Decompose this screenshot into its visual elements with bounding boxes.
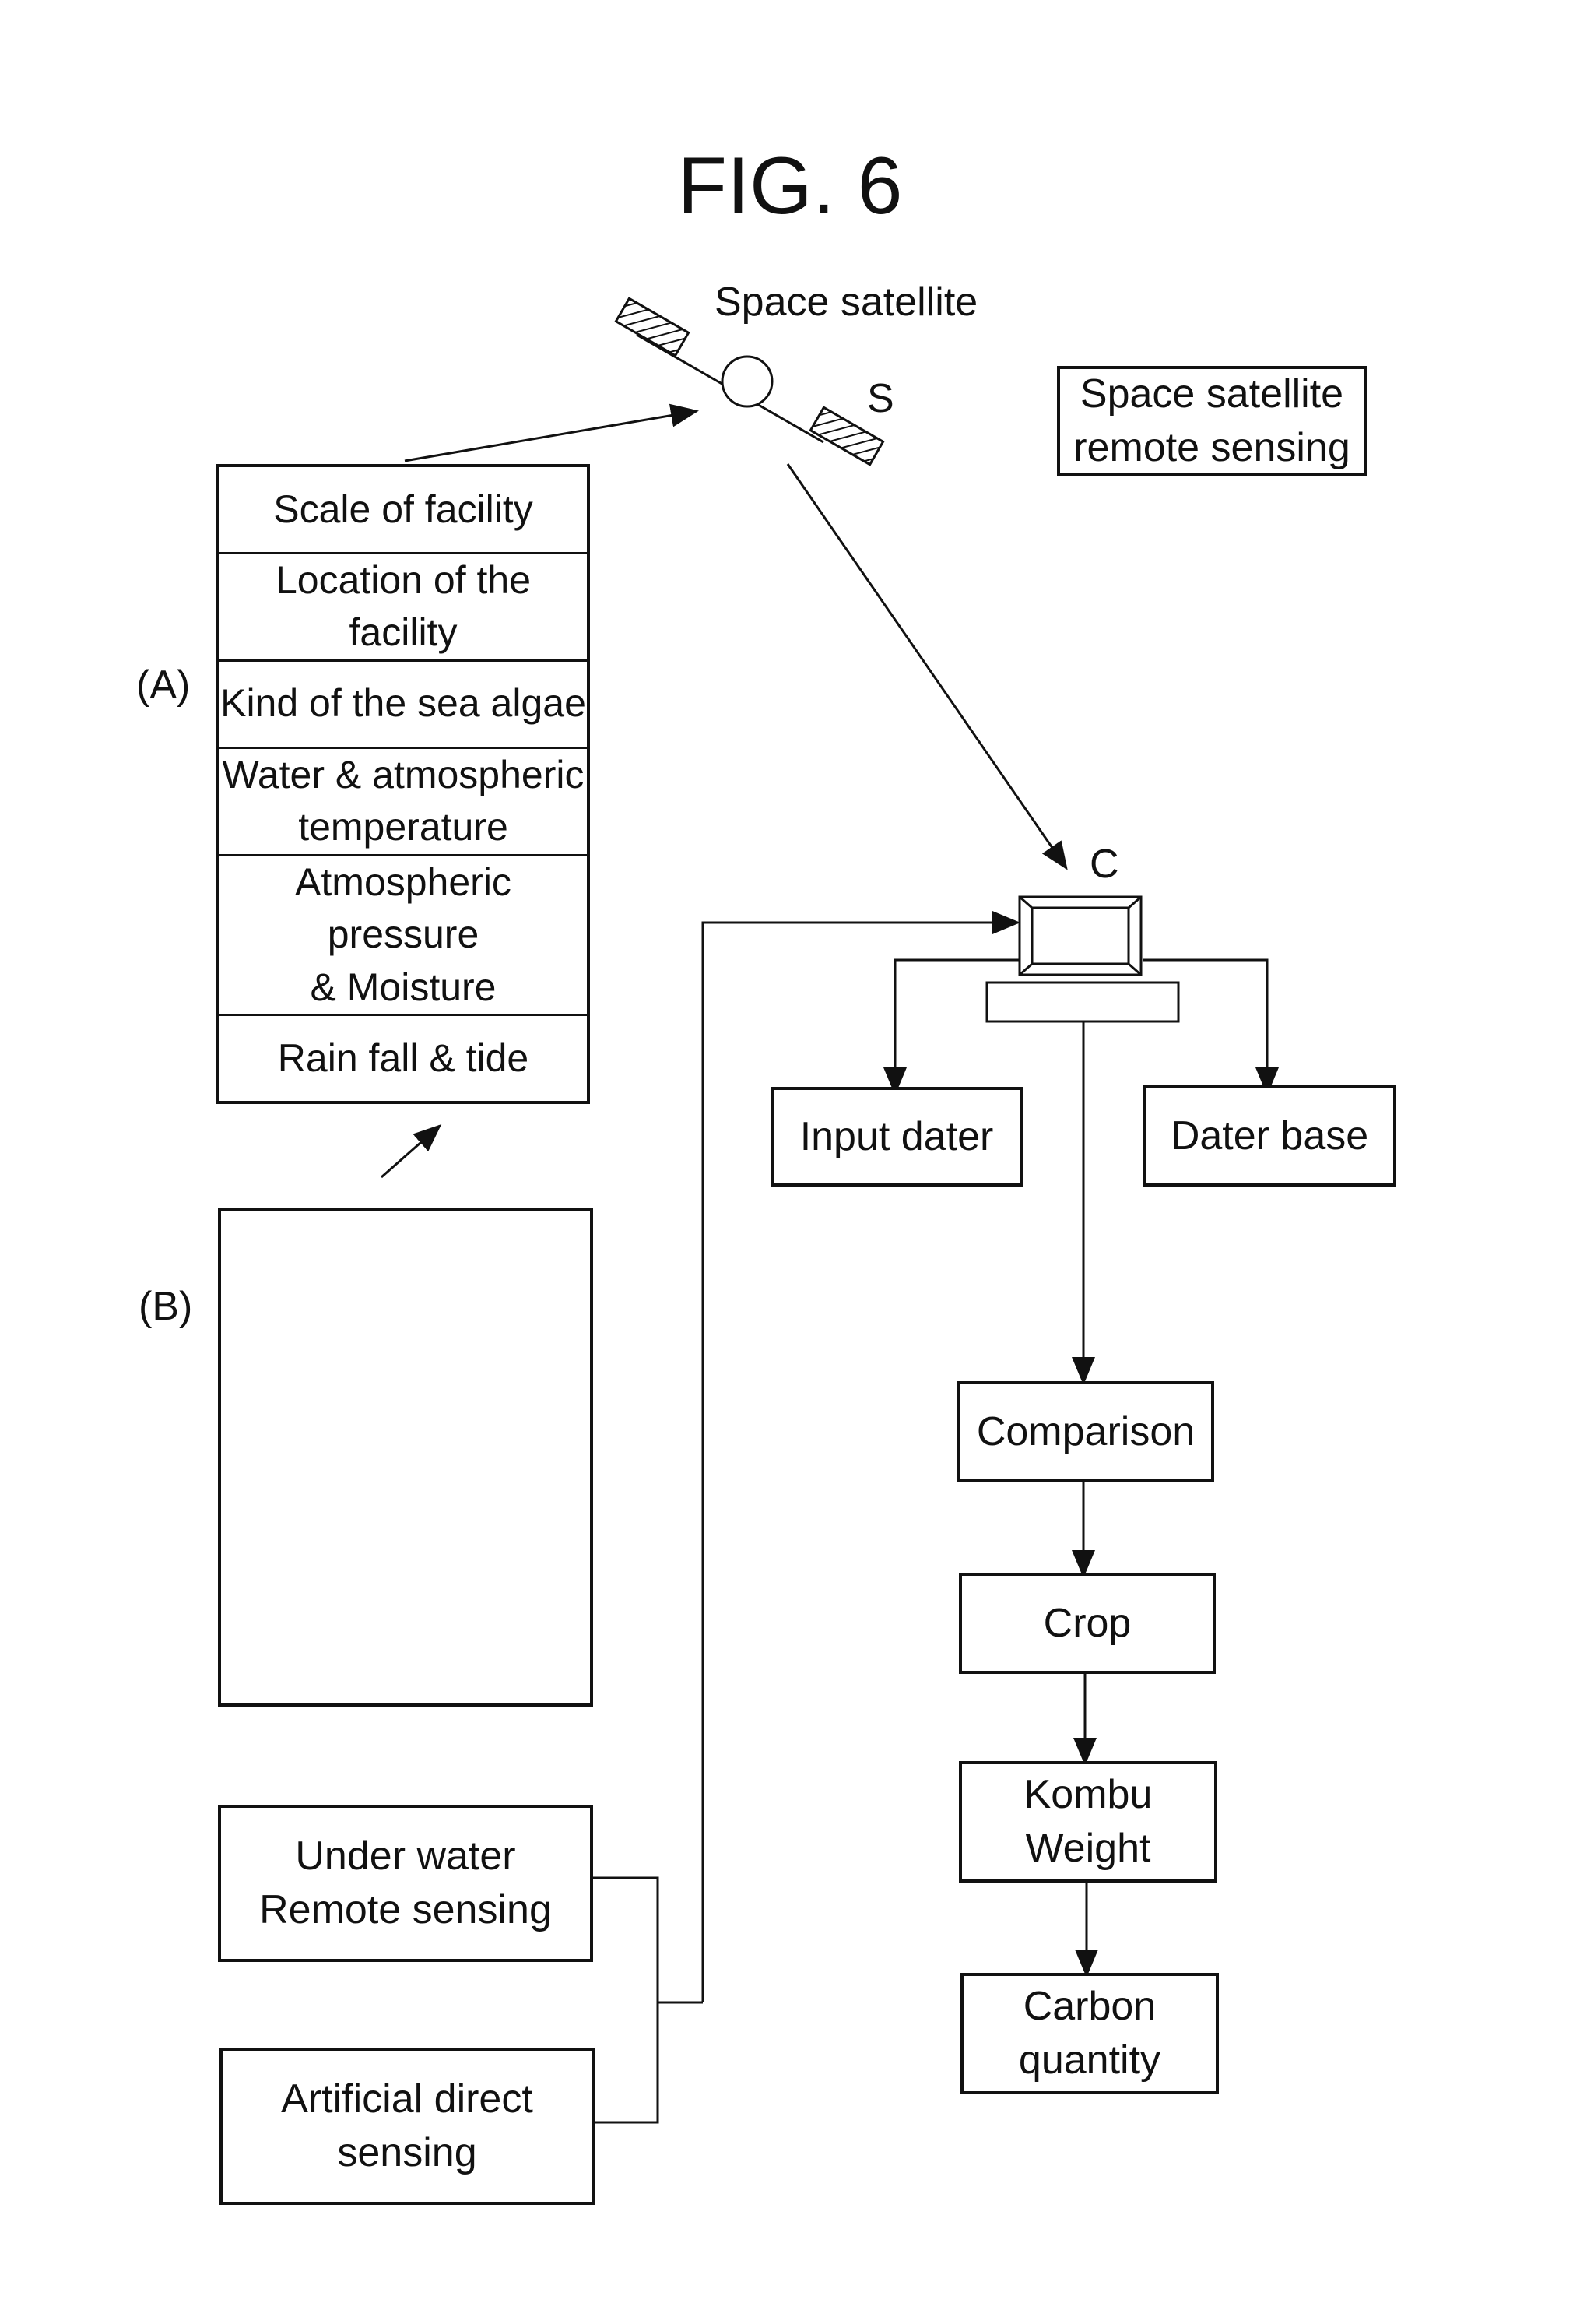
crop-box: Crop xyxy=(959,1573,1216,1674)
satellite-label: Space satellite xyxy=(715,279,978,325)
param-scale: Scale of facility xyxy=(219,467,587,554)
arrow-satellite-to-computer xyxy=(788,464,1066,868)
arrow-a-to-satellite xyxy=(405,411,697,461)
satellite-marker: S xyxy=(867,375,894,422)
kombu-weight-box: Kombu Weight xyxy=(959,1761,1217,1883)
sensing-bracket xyxy=(593,1878,658,2122)
underwater-sensing-box: Under water Remote sensing xyxy=(218,1805,593,1962)
group-b-box xyxy=(218,1208,593,1707)
param-pressure-moisture: Atmospheric pressure & Moisture xyxy=(219,856,587,1017)
param-temperature: Water & atmospheric temperature xyxy=(219,749,587,856)
arrow-computer-to-dater-base xyxy=(1143,960,1267,1093)
comparison-box: Comparison xyxy=(957,1381,1214,1482)
arrow-computer-to-input-dater xyxy=(895,960,1026,1093)
legend-box: Space satellite remote sensing xyxy=(1057,366,1367,476)
input-dater-box: Input dater xyxy=(771,1087,1023,1187)
figure-title: FIG. 6 xyxy=(0,140,1580,233)
artificial-sensing-box: Artificial direct sensing xyxy=(219,2048,595,2205)
group-b-label: (B) xyxy=(139,1283,192,1330)
param-location: Location of the facility xyxy=(219,554,587,662)
param-algae-kind: Kind of the sea algae xyxy=(219,662,587,749)
arrow-b-to-a xyxy=(381,1126,440,1177)
parameter-list: Scale of facility Location of the facili… xyxy=(216,464,590,1104)
carbon-quantity-box: Carbon quantity xyxy=(960,1973,1219,2094)
group-a-label: (A) xyxy=(136,662,190,708)
dater-base-box: Dater base xyxy=(1143,1085,1396,1187)
param-rainfall-tide: Rain fall & tide xyxy=(219,1016,587,1101)
computer-marker: C xyxy=(1090,841,1119,888)
